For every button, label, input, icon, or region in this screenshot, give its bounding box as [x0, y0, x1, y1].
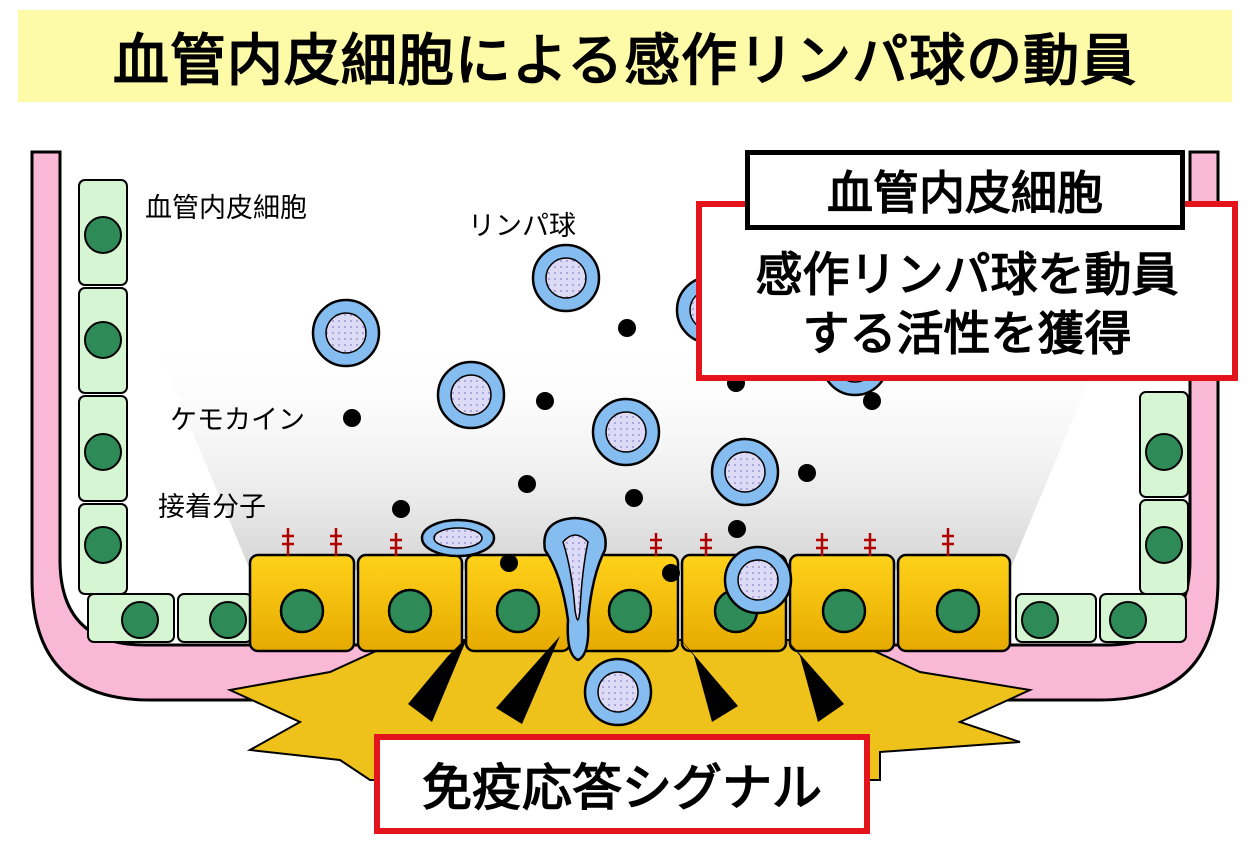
signal-box: 免疫応答シグナル: [374, 734, 870, 834]
adhesion-molecules: [282, 528, 954, 556]
page-title: 血管内皮細胞による感作リンパ球の動員: [112, 28, 1138, 94]
right-endothelium: [1139, 391, 1189, 595]
lymphocyte: [311, 298, 381, 368]
label-chemokine: ケモカイン: [170, 405, 305, 436]
lymphocyte: [710, 437, 780, 507]
title-banner: 血管内皮細胞による感作リンパ球の動員: [18, 10, 1232, 102]
lymphocyte: [436, 360, 506, 430]
cell-box: 血管内皮細胞: [745, 150, 1185, 230]
rolling-lymphocyte-core: [433, 527, 483, 549]
activity-line-2: する活性を獲得: [802, 307, 1132, 362]
lymphocyte: [591, 397, 661, 467]
label-lymphocyte: リンパ球: [468, 211, 576, 242]
activity-line-1: 感作リンパ球を動員: [755, 248, 1179, 304]
label-adhesion-molecule: 接着分子: [158, 492, 266, 523]
left-endothelium: [78, 179, 128, 595]
lymphocyte: [531, 243, 601, 313]
activated-endothelium: [248, 553, 1012, 653]
bottom-endothelium: [87, 593, 1187, 643]
label-endothelial-cell: 血管内皮細胞: [145, 193, 307, 224]
lymphocyte: [723, 545, 793, 615]
signal-arrows: [408, 636, 844, 724]
transmigrating-lymphocyte-core: [562, 534, 589, 621]
lymphocyte: [583, 657, 653, 727]
chemokines: [343, 319, 881, 582]
activity-box: 感作リンパ球を動員 する活性を獲得: [696, 201, 1238, 381]
